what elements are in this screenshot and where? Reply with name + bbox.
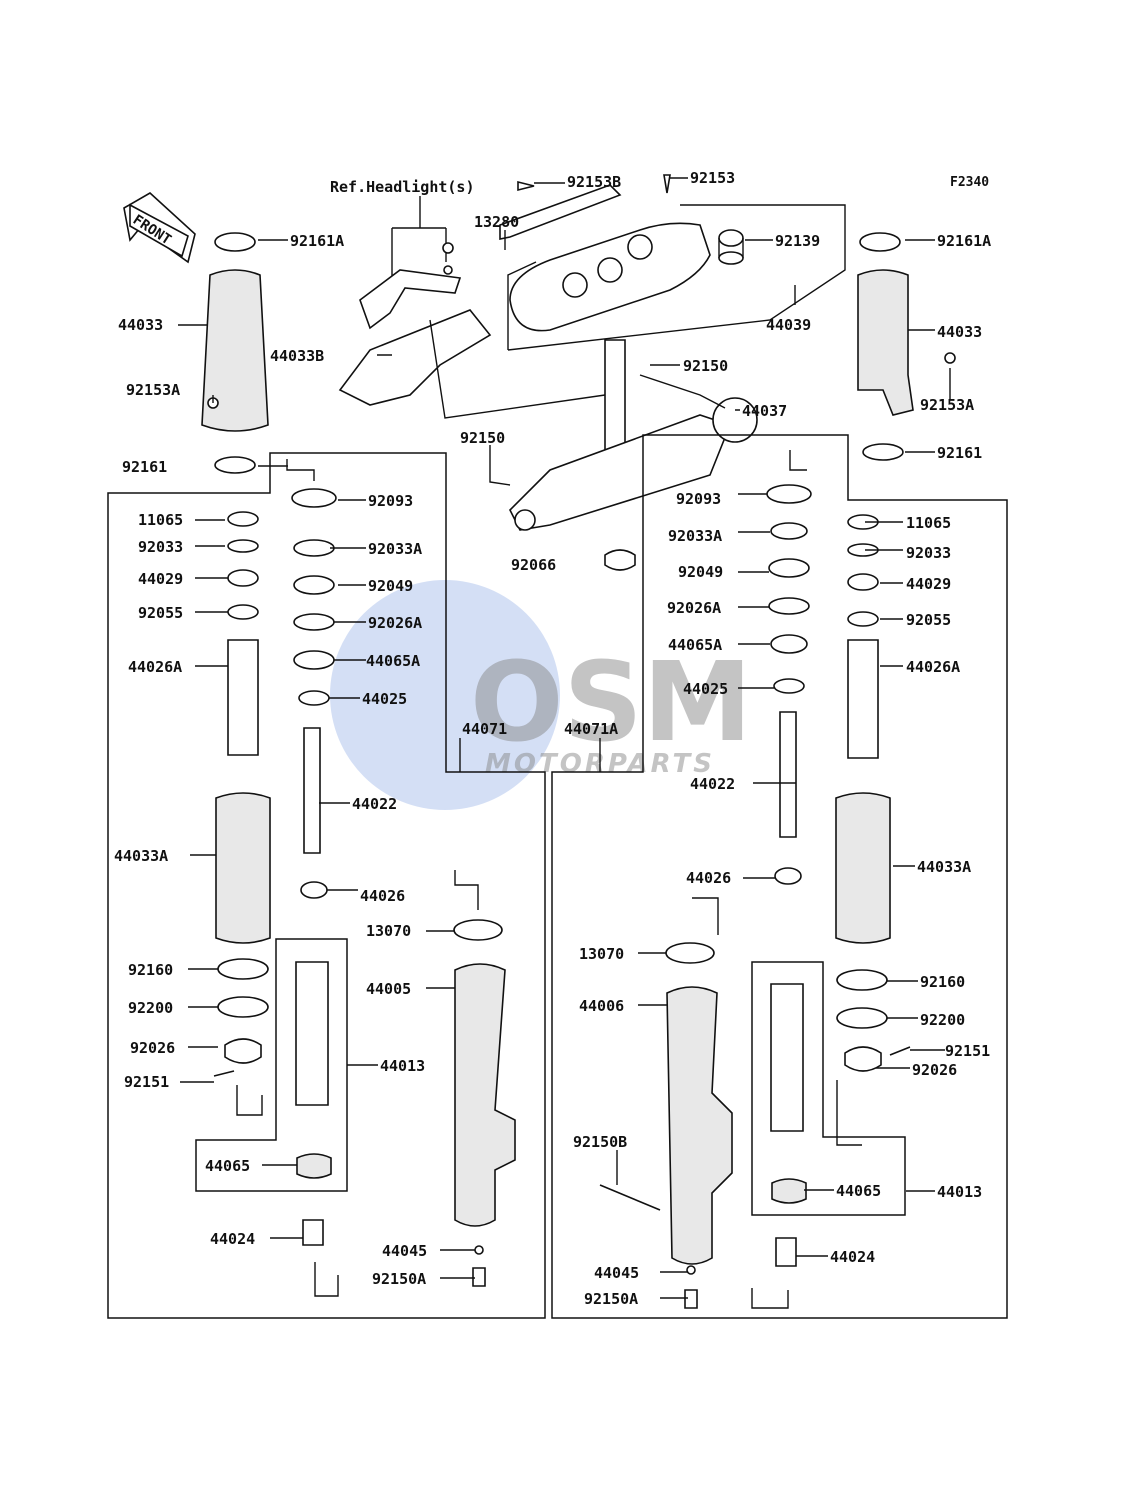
label-92093-right: 92093 (676, 490, 721, 508)
label-92160-right: 92160 (920, 973, 965, 991)
figure-code: F2340 (950, 175, 989, 190)
label-92033A-left: 92033A (368, 540, 422, 558)
label-44045-left: 44045 (382, 1242, 427, 1260)
handlebar-clamp-parts (499, 174, 744, 332)
label-92200-left: 92200 (128, 999, 173, 1017)
label-44029-left: 44029 (138, 570, 183, 588)
label-13280: 13280 (474, 213, 519, 231)
label-92026A-left: 92026A (368, 614, 422, 632)
label-44033B: 44033B (270, 347, 324, 365)
label-44033-left: 44033 (118, 316, 163, 334)
label-92033-left: 92033 (138, 538, 183, 556)
right-44013-bracket (751, 961, 906, 1216)
label-44024-left: 44024 (210, 1230, 255, 1248)
leader-lines (178, 177, 951, 1309)
label-92139: 92139 (775, 232, 820, 250)
label-92033A-right: 92033A (668, 527, 722, 545)
label-92161-right: 92161 (937, 444, 982, 462)
label-92153A-left: 92153A (126, 381, 180, 399)
label-92150-top: 92150 (683, 357, 728, 375)
left-fork-box (107, 452, 546, 1319)
label-44026A-left: 44026A (128, 658, 182, 676)
label-92150B: 92150B (573, 1133, 627, 1151)
label-92026-right: 92026 (912, 1061, 957, 1079)
label-44005: 44005 (366, 980, 411, 998)
watermark-globe (330, 580, 560, 810)
label-92153A-right: 92153A (920, 396, 974, 414)
right-fork-box (551, 434, 1008, 1319)
upper-bracket-box (507, 204, 846, 351)
watermark-brand: OSM (470, 638, 752, 766)
front-arrow-icon (123, 192, 196, 264)
label-92161-left: 92161 (122, 458, 167, 476)
label-92055-left: 92055 (138, 604, 183, 622)
label-44071: 44071 (462, 720, 507, 738)
label-92093-left: 92093 (368, 492, 413, 510)
label-44022-left: 44022 (352, 795, 397, 813)
label-92150-stem: 92150 (460, 429, 505, 447)
label-44065A-left: 44065A (366, 652, 420, 670)
label-92160-left: 92160 (128, 961, 173, 979)
label-44026-right: 44026 (686, 869, 731, 887)
label-92161A-right: 92161A (937, 232, 991, 250)
label-44025-right: 44025 (683, 680, 728, 698)
label-44039: 44039 (766, 316, 811, 334)
label-44013-left: 44013 (380, 1057, 425, 1075)
left-44013-bracket (195, 938, 348, 1192)
label-92026-left: 92026 (130, 1039, 175, 1057)
left-fork-parts (201, 232, 516, 1287)
label-44022-right: 44022 (690, 775, 735, 793)
label-92200-right: 92200 (920, 1011, 965, 1029)
label-44065-left: 44065 (205, 1157, 250, 1175)
steering-stem (429, 319, 758, 571)
label-44024-right: 44024 (830, 1248, 875, 1266)
part-labels: 92153B 92153 13280 92139 44039 92161A 92… (114, 169, 991, 1308)
label-92150A-right: 92150A (584, 1290, 638, 1308)
label-13070-right: 13070 (579, 945, 624, 963)
label-44013-right: 44013 (937, 1183, 982, 1201)
label-44033A-right: 44033A (917, 858, 971, 876)
label-44065A-right: 44065A (668, 636, 722, 654)
label-92153: 92153 (690, 169, 735, 187)
label-92033-right: 92033 (906, 544, 951, 562)
ref-bracket-lines (391, 196, 447, 300)
label-44071A: 44071A (564, 720, 618, 738)
label-44025-left: 44025 (362, 690, 407, 708)
label-92150A-left: 92150A (372, 1270, 426, 1288)
label-92151-right: 92151 (945, 1042, 990, 1060)
label-92153B: 92153B (567, 173, 621, 191)
label-44006: 44006 (579, 997, 624, 1015)
label-92026A-right: 92026A (667, 599, 721, 617)
label-44033-right: 44033 (937, 323, 982, 341)
label-92055-right: 92055 (906, 611, 951, 629)
ref-headlight-note: Ref.Headlight(s) (330, 178, 475, 196)
label-44033A-left: 44033A (114, 847, 168, 865)
label-44065-right: 44065 (836, 1182, 881, 1200)
label-92161A-left: 92161A (290, 232, 344, 250)
label-44026A-right: 44026A (906, 658, 960, 676)
label-44045-right: 44045 (594, 1264, 639, 1282)
label-92151-left: 92151 (124, 1073, 169, 1091)
label-44026-left: 44026 (360, 887, 405, 905)
label-44029-right: 44029 (906, 575, 951, 593)
label-44037: 44037 (742, 402, 787, 420)
label-92066: 92066 (511, 556, 556, 574)
watermark: OSM MOTORPARTS (330, 580, 752, 810)
headlight-bracket (338, 242, 492, 406)
label-11065-left: 11065 (138, 511, 183, 529)
label-11065-right: 11065 (906, 514, 951, 532)
watermark-tagline: MOTORPARTS (485, 749, 715, 779)
label-92049-right: 92049 (678, 563, 723, 581)
label-13070-left: 13070 (366, 922, 411, 940)
label-92049-left: 92049 (368, 577, 413, 595)
